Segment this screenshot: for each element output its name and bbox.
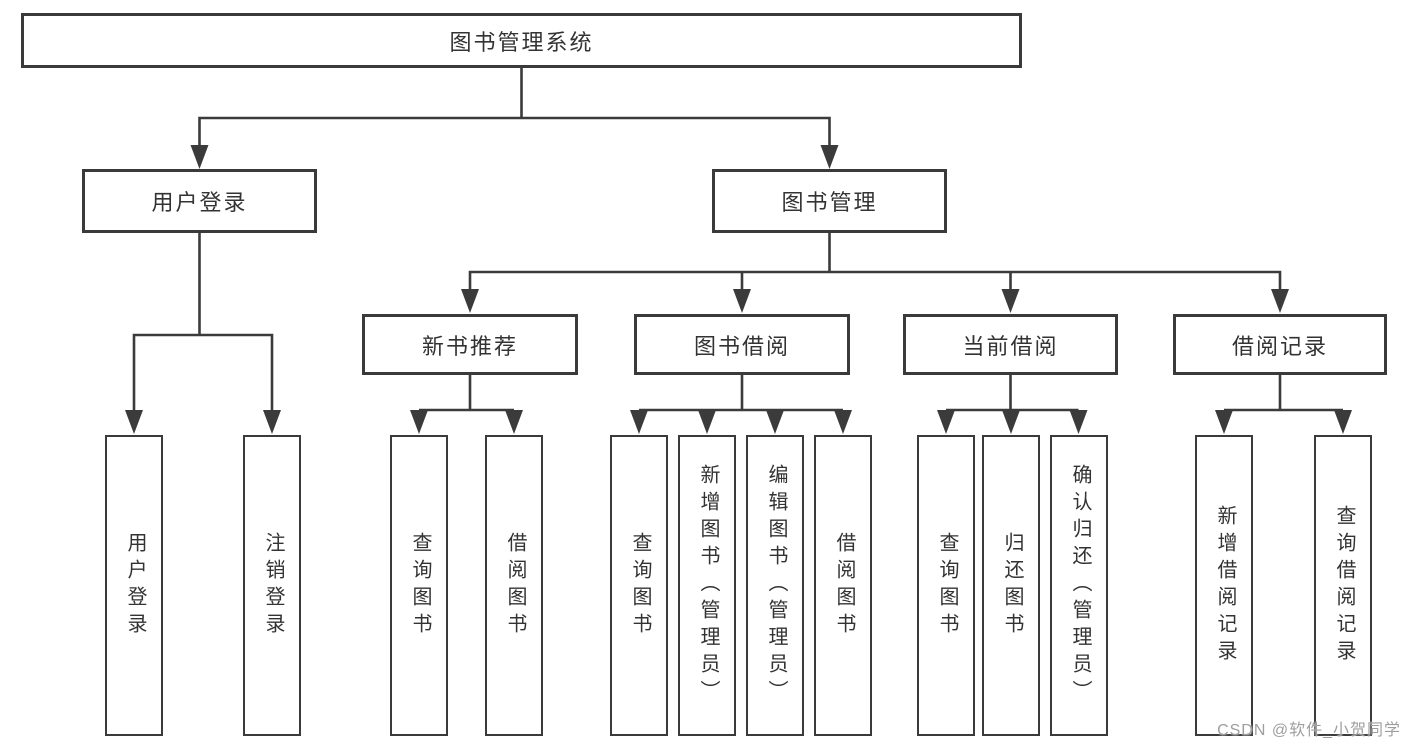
leaf-add-book-admin: 新增图书（管理员） [678,435,736,736]
connector-book-management-branch [461,233,1289,313]
connector-book-borrowing-branch [630,375,852,434]
arrowhead [263,410,281,434]
leaf-query-books-current: 查询图书 [917,435,975,736]
arrowhead [1271,289,1289,313]
arrowhead [1215,410,1233,434]
arrowhead [820,145,839,169]
node-user-login: 用户登录 [82,169,317,233]
connector-user-login-branch [125,233,281,434]
arrowhead [834,410,852,434]
node-current-borrowing: 当前借阅 [903,314,1118,375]
leaf-return-books: 归还图书 [982,435,1040,736]
arrowhead [410,410,428,434]
node-book-borrowing: 图书借阅 [634,314,850,375]
node-library-management-system: 图书管理系统 [21,13,1022,68]
leaf-query-books-borrowing: 查询图书 [610,435,668,736]
node-new-book-recommend: 新书推荐 [362,314,578,375]
arrowhead [505,410,523,434]
arrowhead [630,410,648,434]
leaf-add-borrow-record: 新增借阅记录 [1195,435,1253,736]
arrowhead [698,410,716,434]
node-borrowing-records: 借阅记录 [1173,314,1387,375]
leaf-borrow-books-borrowing: 借阅图书 [814,435,872,736]
connector-current-borrowing-branch [937,375,1088,434]
leaf-query-borrow-record: 查询借阅记录 [1314,435,1372,736]
arrowhead [766,410,784,434]
arrowhead [125,410,143,434]
node-book-management: 图书管理 [712,169,947,233]
arrowhead [1334,410,1352,434]
arrowhead [733,289,751,313]
connector-new-book-branch [410,375,523,434]
arrowhead [461,289,479,313]
leaf-query-books-recommend: 查询图书 [390,435,448,736]
arrowhead [1069,410,1088,434]
leaf-borrow-books-recommend: 借阅图书 [485,435,543,736]
connector-borrowing-records-branch [1215,375,1352,434]
arrowhead [937,410,955,434]
leaf-confirm-return-admin: 确认归还（管理员） [1050,435,1108,736]
arrowhead [1001,289,1020,313]
arrowhead [190,145,209,169]
watermark: CSDN @软件_小贺同学 [1217,722,1401,739]
leaf-logout-login: 注销登录 [243,435,301,736]
leaf-edit-book-admin: 编辑图书（管理员） [746,435,804,736]
leaf-user-login: 用户登录 [105,435,163,736]
arrowhead [1002,410,1020,434]
connector-root-to-level2 [190,68,839,169]
